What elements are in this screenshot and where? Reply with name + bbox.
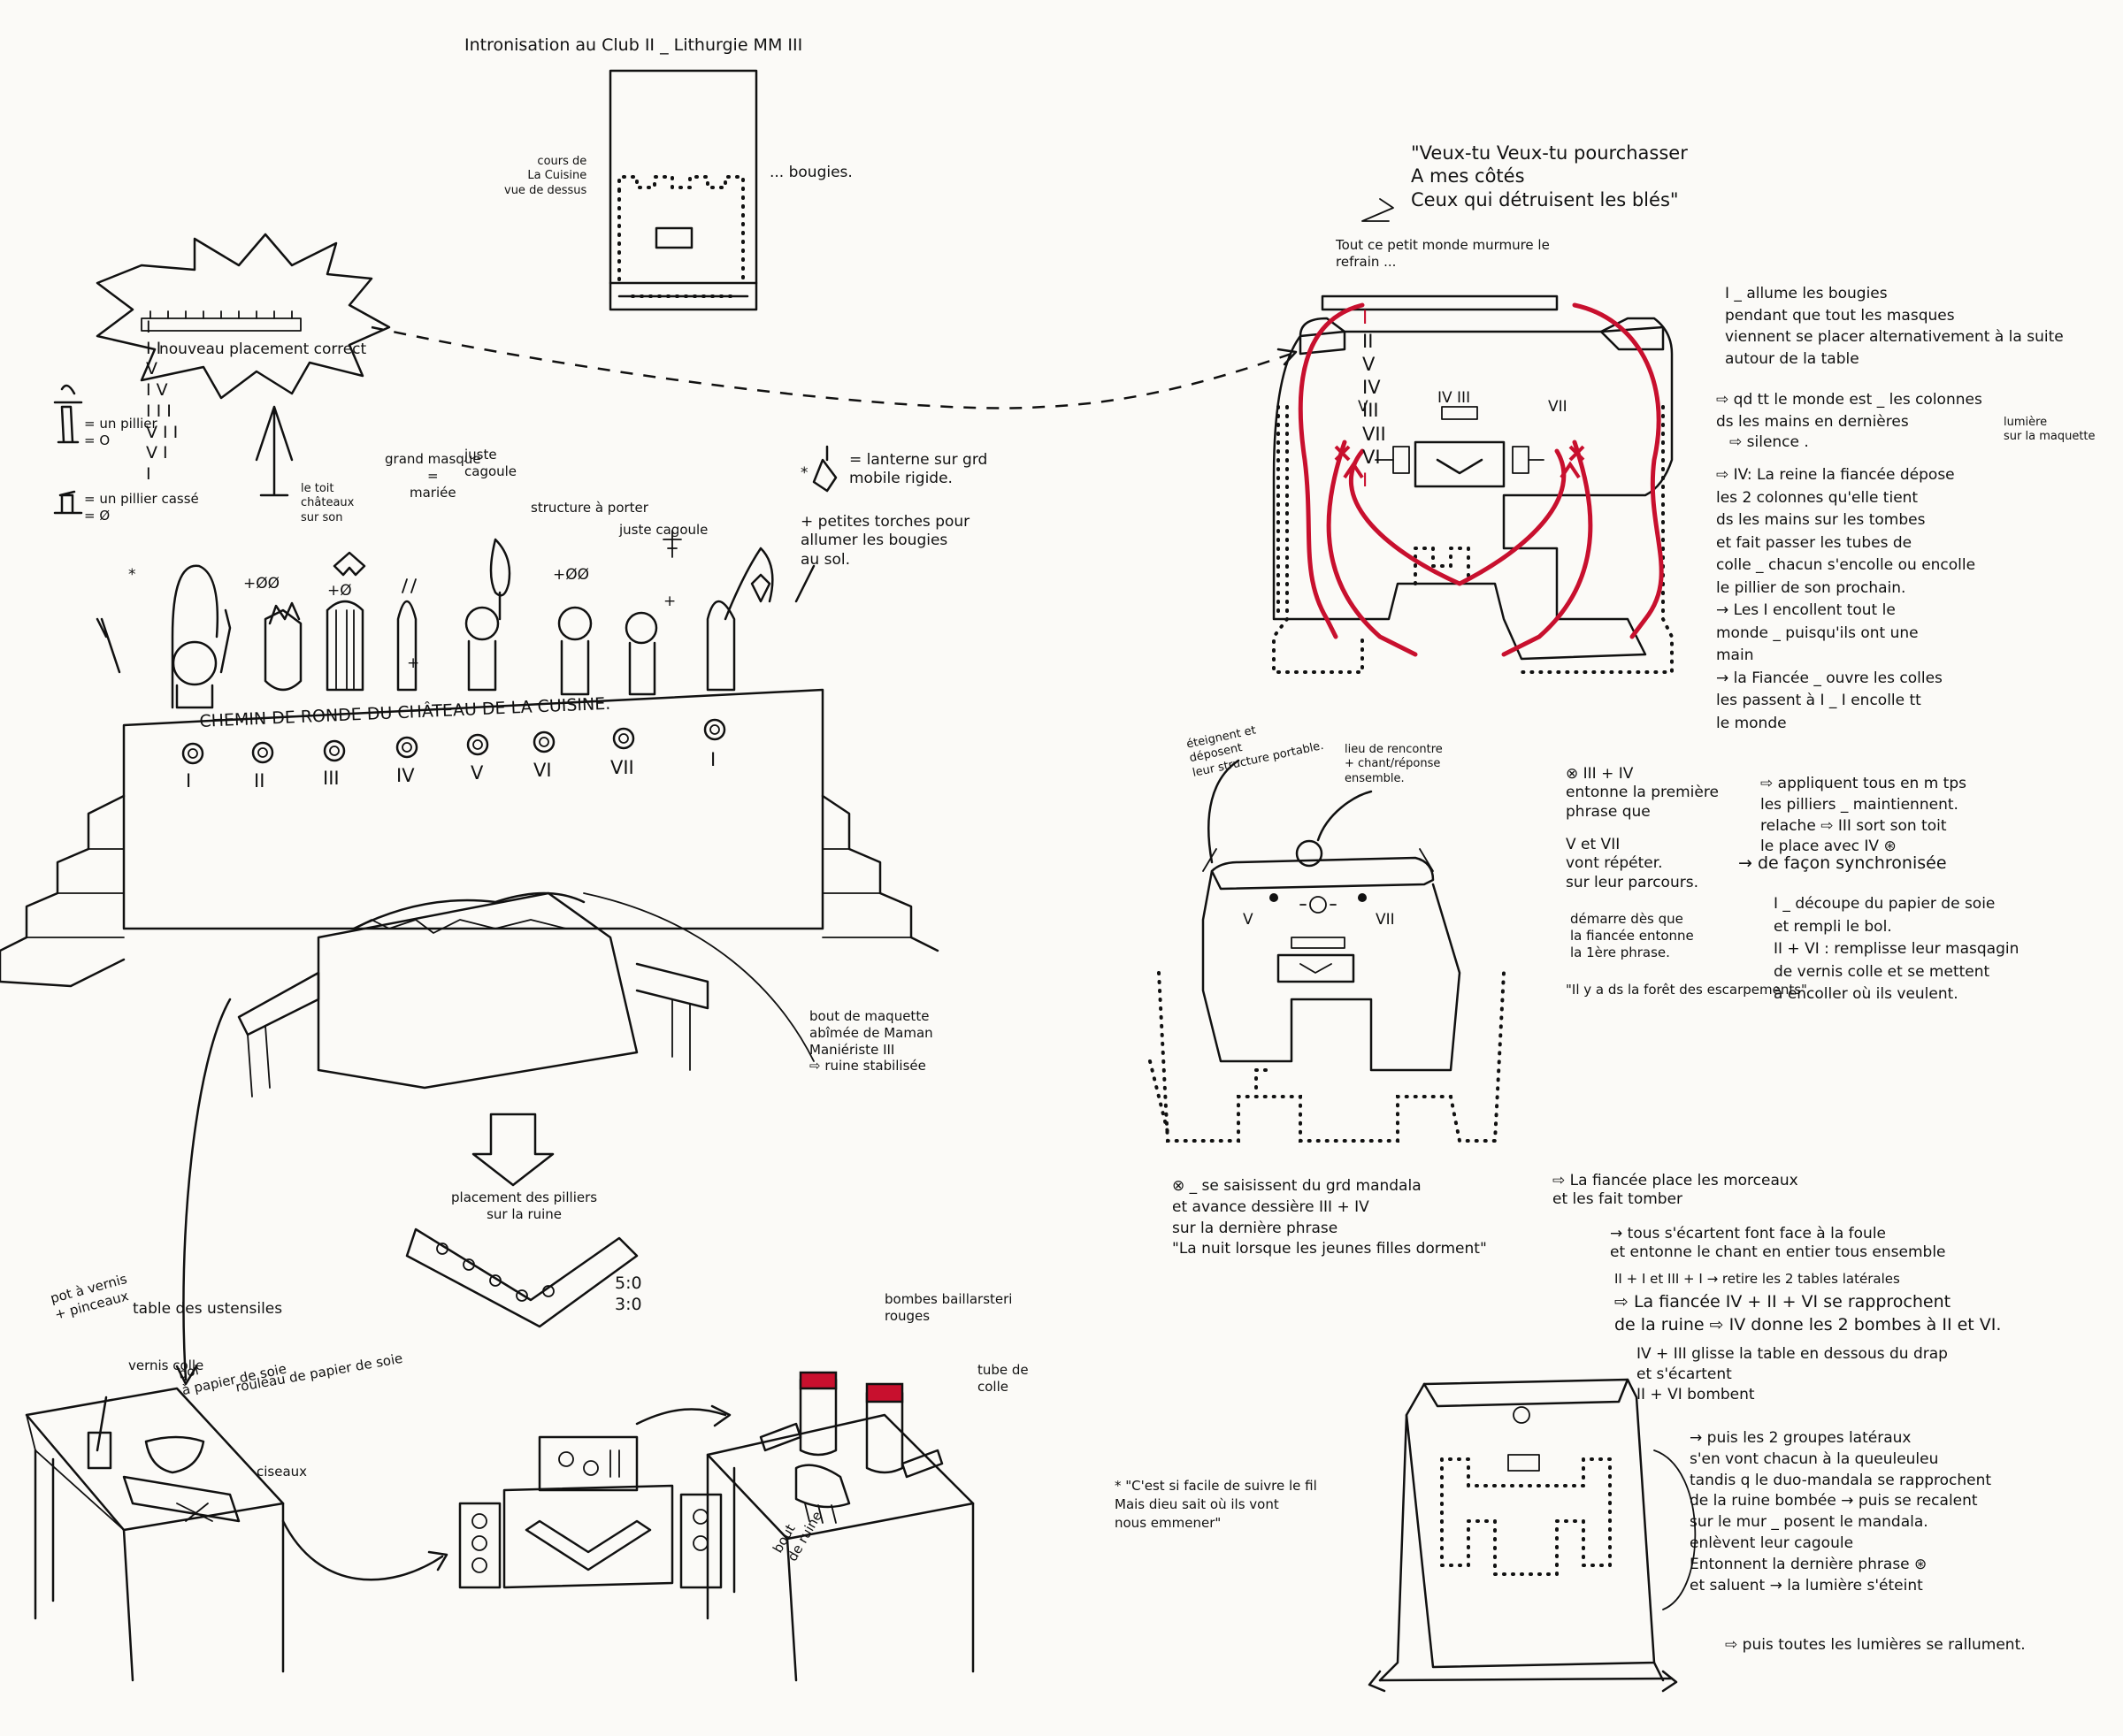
starburst-caption: nouveau placement correct [159, 340, 367, 358]
bottom-note-4: ⇨ La fiancée IV + II + VI se rapprochent… [1614, 1292, 2002, 1335]
ruin-note: bout de maquette abîmée de Maman Maniéri… [809, 1008, 933, 1074]
kitchen-view-note: cours de La Cuisine vue de dessus [504, 155, 587, 197]
broken-pillar-legend: = un pillier cassé = Ø [84, 491, 199, 524]
mark-1: +ØØ [243, 575, 280, 593]
label-juste-cagoule-2: juste cagoule [619, 522, 709, 538]
mid-note-2: V et VII vont répéter. sur leur parcours… [1566, 836, 1698, 891]
murmur-note: Tout ce petit monde murmure le refrain .… [1336, 237, 1550, 270]
label-toit: le toit châteaux sur son [301, 482, 355, 524]
note-right-2c: ⇨ silence . [1729, 433, 1809, 451]
placement-arrow-and-ruin [405, 1113, 639, 1328]
mid-note-3: démarre dès que la fiancée entonne la 1è… [1570, 911, 1694, 960]
bottom-note-5: IV + III glisse la table en dessous du d… [1636, 1345, 1948, 1403]
right-mid-note-2: → de façon synchronisée [1738, 853, 1947, 873]
label-ciseaux: ciseaux [257, 1464, 308, 1480]
top-kitchen-plan [609, 69, 758, 311]
wall-numeral-7: I [710, 749, 717, 770]
label-juste-cagoule-1: juste cagoule [464, 447, 517, 479]
mark-4: * [801, 464, 809, 482]
wall-numeral-1: II [254, 770, 265, 792]
mark-3: +ØØ [553, 566, 590, 584]
note-right-1: I _ allume les bougies pendant que tout … [1725, 285, 2064, 368]
castle-wall [0, 688, 939, 988]
label-grand-masque: grand masque = mariée [385, 451, 481, 501]
wall-numeral-6: VII [610, 757, 634, 778]
mid-note-1: ⊗ III + IV entonne la première phrase qu… [1566, 765, 1719, 821]
plan-1 [1272, 294, 1674, 674]
note-right-3: ⇨ IV: La reine la fiancée dépose les 2 c… [1716, 466, 1976, 732]
quote-top: "Veux-tu Veux-tu pourchasser A mes côtés… [1411, 142, 1688, 210]
ruin-table [175, 891, 815, 1386]
pillar-legend: = un pillier = O [84, 416, 157, 448]
bottom-note-1: ⇨ La fiancée place les morceaux et les f… [1552, 1172, 1798, 1209]
label-bombes: bombes baillarsteri rouges [885, 1291, 1013, 1324]
plan1-numerals: I II V IV III VII VI I [1362, 307, 1386, 491]
plan-3 [1368, 1378, 1697, 1693]
wall-numeral-0: I [186, 770, 192, 792]
label-vernis: vernis colle [128, 1357, 204, 1373]
starburst-numerals: I II V IV III VII VI I [146, 317, 184, 484]
wall-numeral-4: V [471, 762, 484, 784]
label-lanterne: = lanterne sur grd mobile rigide. [849, 451, 988, 488]
mark-2: +Ø [327, 582, 352, 600]
mark-5: + [407, 654, 420, 672]
plan2-inner-left: V [1243, 911, 1253, 929]
mark-6: + [663, 593, 677, 610]
pillar-legend-icons [53, 384, 83, 515]
dashed-link [371, 325, 1292, 409]
bottom-note-6: → puis les 2 groupes latéraux s'en vont … [1690, 1429, 1992, 1595]
bottom-note-3: II + I et III + I → retire les 2 tables … [1614, 1271, 1900, 1287]
plan-2 [1148, 759, 1506, 1143]
bottom-note-7: ⇨ puis toutes les lumières se rallument. [1725, 1636, 2026, 1654]
page-title: Intronisation au Club II _ Lithurgie MM … [464, 35, 803, 55]
placement-label: placement des pilliers sur la ruine [451, 1189, 598, 1222]
label-torches: + petites torches pour allumer les bougi… [801, 513, 970, 569]
label-structure: structure à porter [531, 500, 648, 516]
note-right-2: ⇨ qd tt le monde est _ les colonnes ds l… [1716, 391, 1982, 431]
bottom-quote: * "C'est si facile de suivre le fil Mais… [1115, 1478, 1317, 1531]
figures-row [96, 445, 838, 709]
plan2-label-right: lieu de rencontre + chant/réponse ensemb… [1345, 743, 1443, 785]
wall-numeral-2: III [323, 768, 340, 789]
plan1-inner-center: IV III [1437, 389, 1471, 407]
utensil-table-left [25, 1387, 285, 1682]
placement-starburst [96, 233, 391, 497]
label-tube: tube de colle [977, 1362, 1029, 1395]
note-right-2b: lumière sur la maquette [2004, 416, 2096, 444]
right-mid-note-1: ⇨ appliquent tous en m tps les pilliers … [1760, 775, 1966, 856]
mark-0: * [128, 566, 136, 584]
placement-ratios: 5:0 3:0 [615, 1273, 642, 1314]
wall-numeral-3: IV [396, 765, 415, 786]
mandala-note: ⊗ _ se saisissent du grd mandala et avan… [1172, 1177, 1487, 1258]
center-plan-box [281, 1404, 732, 1589]
plan2-inner-right: VII [1376, 911, 1395, 929]
wall-numeral-5: VI [533, 760, 552, 781]
candles-note: ... bougies. [770, 164, 853, 181]
bomb-table-right [706, 1371, 975, 1682]
plan1-inner-right: VII [1548, 398, 1567, 416]
bottom-note-2: → tous s'écartent font face à la foule e… [1610, 1225, 1946, 1262]
mid-note-4: "Il y a ds la forêt des escarpements" [1566, 982, 1807, 998]
plan1-inner-left: V [1358, 398, 1368, 416]
right-mid-note-3: I _ découpe du papier de soie et rempli … [1774, 895, 2020, 1003]
utensil-table-title: table des ustensiles [133, 1300, 283, 1318]
